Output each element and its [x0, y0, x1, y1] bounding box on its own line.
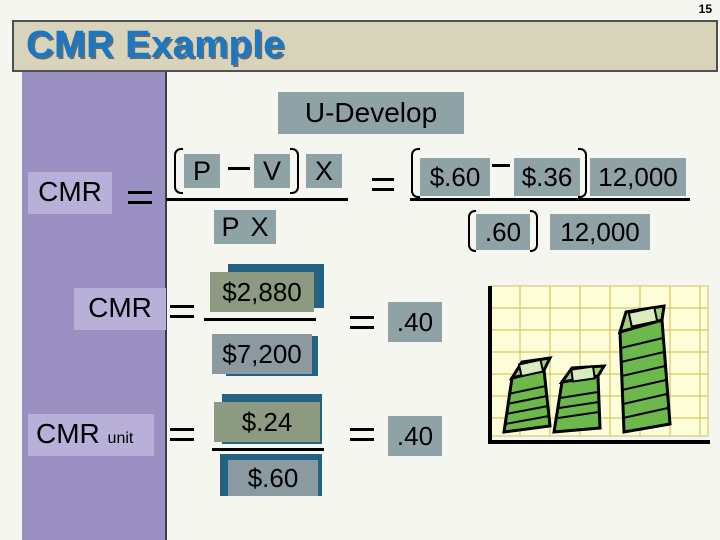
- title-banner: [12, 20, 718, 72]
- step2-fraction-bar: [204, 318, 316, 321]
- numbers-fraction-bar: [410, 198, 690, 201]
- formula-left-paren: [174, 148, 183, 194]
- step2-equals-sign-2: [350, 316, 374, 329]
- step3-fraction-bar: [212, 448, 324, 451]
- formula-equals-sign: [128, 191, 152, 204]
- money-growth-chart-clipart: [488, 285, 710, 444]
- numbers-right-paren: [578, 148, 587, 198]
- step3-cmr-subscript: unit: [107, 430, 134, 447]
- numbers-den-left-paren: [468, 210, 476, 252]
- page-title: CMR Example: [26, 24, 285, 66]
- numbers-den-right-paren: [530, 210, 538, 252]
- formula-denominator: P X: [214, 210, 276, 244]
- numbers-minus-sign: [492, 164, 510, 167]
- step3-equals-sign-2: [350, 428, 374, 441]
- step2-result: .40: [388, 302, 442, 342]
- step2-denominator: $7,200: [212, 334, 312, 374]
- formula-right-paren: [290, 148, 299, 194]
- step3-equals-sign: [170, 428, 194, 441]
- formula-variable-cost-symbol: V: [254, 154, 290, 188]
- step3-cmr-label: CMR unit: [28, 414, 154, 456]
- formula-denominator-x: X: [250, 212, 269, 242]
- formula-equals-sign-2: [372, 178, 394, 191]
- step3-numerator: $.24: [214, 402, 320, 442]
- step2-equals-sign: [170, 305, 194, 318]
- page-number: 15: [698, 2, 712, 16]
- formula-quantity-symbol: X: [306, 154, 342, 188]
- numbers-den-price: .60: [476, 214, 530, 250]
- money-stack-medium: [552, 364, 607, 434]
- numbers-quantity: 12,000: [590, 158, 686, 196]
- step3-result: .40: [388, 416, 442, 456]
- numbers-price: $.60: [420, 158, 490, 196]
- formula-denominator-p: P: [221, 212, 239, 242]
- section-header: U-Develop: [278, 92, 464, 134]
- step2-numerator: $2,880: [210, 272, 314, 312]
- formula-fraction-bar: [166, 198, 348, 201]
- numbers-left-paren: [411, 148, 420, 198]
- step3-denominator: $.60: [228, 460, 318, 496]
- numbers-variable-cost: $.36: [514, 158, 580, 196]
- step3-cmr-main: CMR: [36, 418, 100, 449]
- money-stack-large: [617, 304, 672, 434]
- step2-cmr-label: CMR: [74, 288, 166, 330]
- formula-cmr-label: CMR: [28, 172, 112, 214]
- formula-price-symbol: P: [184, 154, 220, 188]
- formula-minus-sign: [228, 167, 250, 170]
- money-stack-small: [502, 356, 553, 434]
- numbers-den-quantity: 12,000: [550, 214, 650, 250]
